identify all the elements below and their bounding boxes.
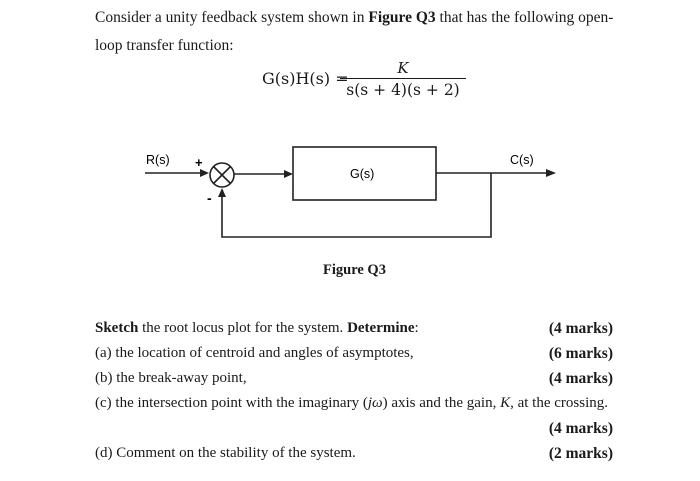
minus-sign: - (207, 190, 212, 206)
question-c-marks: (4 marks) (548, 420, 613, 437)
output-arrowhead (546, 169, 556, 177)
input-label: R(s) (146, 153, 170, 167)
feedback-arrowhead (218, 188, 226, 197)
question-intro: Sketch the root locus plot for the syste… (95, 320, 419, 336)
question-a: (a) the location of centroid and angles … (95, 345, 414, 361)
question-b: (b) the break-away point, (95, 370, 247, 386)
equation-fraction: K s(s + 4)(s + 2) (338, 58, 468, 101)
input-arrowhead (200, 169, 209, 177)
question-d: (d) Comment on the stability of the syst… (95, 445, 356, 461)
fraction-bar (340, 78, 466, 79)
question-b-marks: (4 marks) (548, 370, 613, 387)
gs-block (292, 146, 437, 201)
question-d-marks: (2 marks) (548, 445, 613, 462)
equation-lhs: G(s)H(s) = (262, 69, 349, 88)
block-label: G(s) (350, 167, 374, 181)
intro-line-2: loop transfer function: (95, 37, 234, 54)
block-diagram: R(s) C(s) G(s) + - (145, 146, 556, 238)
output-label: C(s) (510, 153, 534, 167)
equation-denominator: s(s + 4)(s + 2) (346, 81, 460, 99)
intro-line-1: Consider a unity feedback system shown i… (95, 9, 614, 26)
question-c: (c) the intersection point with the imag… (95, 395, 608, 411)
plus-sign: + (195, 155, 203, 170)
question-a-marks: (6 marks) (548, 345, 613, 362)
feedback-path (221, 173, 492, 238)
figure-caption: Figure Q3 (323, 262, 386, 278)
summing-junction (209, 162, 235, 188)
equation-numerator: K (397, 59, 409, 77)
block-input-arrowhead (284, 170, 293, 178)
intro-marks: (4 marks) (548, 320, 613, 337)
figure-reference: Figure Q3 (368, 9, 436, 26)
